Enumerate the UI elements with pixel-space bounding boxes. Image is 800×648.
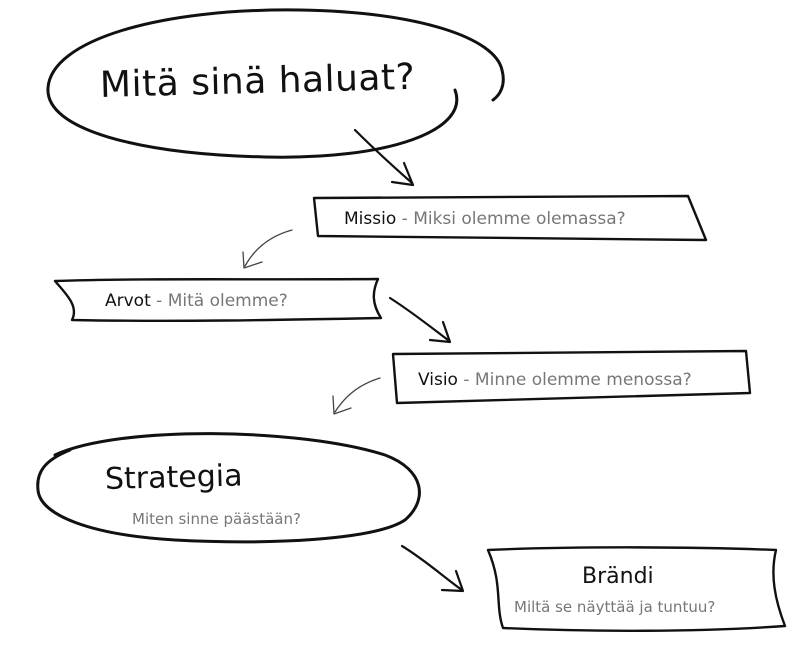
visio-label: Visio - Minne olemme menossa? (418, 372, 692, 389)
brandi-title: Brändi (582, 564, 654, 589)
arrow-to-arvot (244, 229, 293, 267)
brandi-box (486, 546, 787, 632)
arvot-question: Mitä olemme? (167, 291, 288, 311)
arrow-to-visio (388, 296, 450, 342)
missio-label: Missio - Miksi olemme olemassa? (344, 211, 626, 228)
arvot-term: Arvot (105, 291, 151, 311)
arrow-to-visio-head (428, 320, 452, 344)
missio-box (312, 194, 708, 242)
arrow-to-missio-head (390, 161, 415, 187)
arrow-to-brandi-head (440, 569, 465, 593)
arrow-to-strategia (334, 377, 381, 413)
strategia-question: Miten sinne päästään? (132, 510, 301, 528)
arvot-label: Arvot - Mitä olemme? (105, 293, 288, 310)
arvot-separator: - (156, 291, 163, 311)
strategia-ellipse (36, 432, 421, 544)
visio-separator: - (463, 370, 470, 390)
arvot-box (53, 277, 383, 323)
missio-separator: - (401, 209, 408, 229)
visio-question: Minne olemme menossa? (474, 370, 692, 390)
arrow-to-brandi (400, 544, 464, 592)
missio-term: Missio (344, 209, 397, 229)
missio-question: Miksi olemme olemassa? (413, 209, 626, 229)
brandi-question: Miltä se näyttää ja tuntuu? (514, 598, 716, 616)
title-text: Mitä sinä haluat? (99, 56, 416, 106)
arrow-to-missio (353, 128, 414, 185)
visio-box (391, 349, 752, 405)
visio-term: Visio (418, 370, 458, 390)
arrow-to-arvot-head (242, 251, 263, 269)
strategia-title: Strategia (104, 458, 243, 497)
arrow-to-strategia-head (332, 395, 352, 415)
title-ellipse (46, 8, 505, 159)
